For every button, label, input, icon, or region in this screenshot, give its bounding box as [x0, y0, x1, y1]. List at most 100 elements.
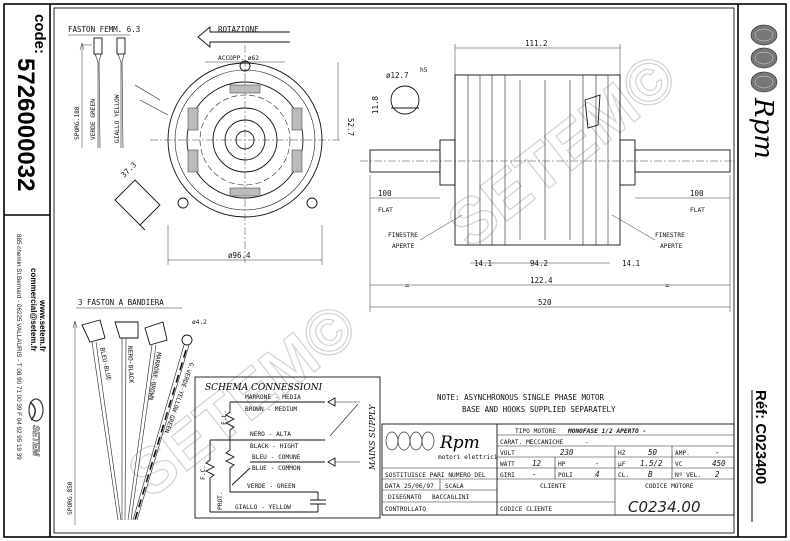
disegnato-value: BACCAGLINI: [432, 494, 470, 501]
wire-nero: NERO-BLACK: [126, 346, 134, 384]
watt-value: 12: [532, 459, 542, 468]
reference-code: Réf: C023400: [752, 390, 769, 484]
left-strip: code: 5726000032 www.setem.fr commercial…: [4, 14, 50, 460]
equal-left: =: [405, 281, 410, 290]
bandiera-length: SPORG.850: [67, 481, 74, 515]
volt-label: VOLT: [500, 450, 515, 457]
wire-label-green: VERDE GREEN: [90, 99, 97, 140]
schema-yellow-it: GIALLO - YELLOW: [235, 504, 291, 511]
total-length: 520: [538, 298, 552, 307]
faston-femm-detail: FASTON FEMM. 6.3 SPORG.180 VERDE GREEN G…: [68, 25, 140, 149]
codice-cliente-label: CODICE CLIENTE: [500, 506, 552, 513]
note-line2: BASE AND HOOKS SUPPLIED SEPARATELY: [462, 405, 616, 414]
code-label: code:: [31, 14, 48, 54]
winding-fl-icon: [224, 402, 236, 492]
fl-label: F.L.: [221, 410, 228, 425]
giri-value: -: [532, 470, 537, 479]
hp-label: HP: [558, 461, 566, 468]
volt-value: 230: [560, 448, 574, 457]
email-link[interactable]: commercial@setem.fr: [29, 268, 38, 351]
bandiera-title: 3 FASTON A BANDIERA: [78, 298, 164, 307]
schema-brown-it: MARRONE - MEDIA: [245, 394, 301, 401]
title-block: Rpm motori elettrici TIPO MOTORE MONOFAS…: [381, 423, 735, 516]
product-code: 5726000032: [12, 58, 39, 191]
schema-black-en: BLACK - HIGHT: [250, 443, 299, 450]
rpm-coil-logo: [750, 24, 778, 93]
tipo-label: TIPO MOTORE: [515, 428, 556, 435]
windows-left-line2: APERTE: [392, 243, 415, 250]
rotation-arrow-icon: [197, 26, 290, 48]
uf-value: 1.5/2: [640, 459, 663, 468]
carat-label: CARAT. MECCANICHE: [500, 439, 564, 446]
title-block-brand: Rpm: [439, 433, 480, 453]
flat-right-label: FLAT: [690, 207, 705, 214]
windows-right-line1: FINESTRE: [655, 232, 685, 239]
wire-label-yellow: GIALLO YELLOW: [114, 94, 121, 143]
address: 885 chemin St.Bernard - 06225 VALLAURIS …: [15, 234, 22, 460]
scala-label: SCALA: [445, 483, 464, 490]
coupling-dim: ACCOPP. ø62: [218, 55, 259, 62]
right-strip: Rpm Réf: C023400: [748, 24, 778, 522]
vc-label: VC: [675, 461, 683, 468]
wiring-schema: SCHEMA CONNESSIONI MARRONE - MEDIA BROWN…: [194, 376, 381, 519]
carat-value: -: [585, 439, 589, 446]
sostituisce-label: SOSTITUISCE PARI NUMERO DEL: [385, 472, 486, 479]
controllato-label: CONTROLLATO: [385, 506, 426, 513]
fc-label: F.C.: [200, 465, 207, 480]
uf-label: µF: [618, 461, 626, 468]
shaft-diameter: ø12.7: [386, 71, 409, 80]
rotation-label: ROTAZIONE: [218, 25, 259, 34]
prot-label: PROT.: [217, 491, 224, 510]
dim-center: 94.2: [530, 259, 548, 268]
giri-label: GIRI: [500, 472, 515, 479]
note-line1: NOTE: ASYNCHRONOUS SINGLE PHASE MOTOR: [437, 393, 605, 402]
poli-value: 4: [595, 470, 600, 479]
schema-black-it: NERO - ALTA: [250, 431, 291, 438]
outer-frame: [3, 3, 787, 538]
cl-value: B: [648, 470, 653, 479]
faston-femm-title: FASTON FEMM. 6.3: [68, 25, 140, 34]
shaft-tolerance: h5: [420, 67, 428, 74]
equal-right: =: [665, 281, 670, 290]
data-label: DATA: [385, 483, 400, 490]
schema-brown-en: BROWN - MEDIUM: [245, 406, 297, 413]
nvel-label: Nº VEL.: [675, 472, 701, 479]
drawing-frame: [53, 7, 735, 534]
windows-left-line1: FINESTRE: [388, 232, 418, 239]
flat-left-dim: 100: [378, 189, 392, 198]
website-link[interactable]: www.setem.fr: [38, 299, 47, 352]
winding-fc-icon: [204, 440, 216, 512]
codice-motore-label: CODICE MOTORE: [645, 483, 694, 490]
poli-label: POLI: [558, 472, 573, 479]
codice-motore-value: C0234.00: [628, 498, 701, 516]
capacitor-icon: [310, 492, 326, 512]
title-block-brand-sub: motori elettrici: [438, 454, 498, 461]
faston-femm-length: SPORG.180: [74, 106, 81, 140]
data-value: 25/06/97: [404, 483, 434, 490]
protector-icon: [231, 467, 251, 486]
wire-marrone: MARRONE-BROWN: [147, 352, 162, 401]
side-view: 111.2 ø12.7 h5 11.8 100 FLAT 100 FLAT FI…: [360, 39, 735, 312]
watermark: SETEM© SETEM©: [114, 39, 690, 512]
flat-depth: 11.8: [371, 95, 380, 114]
ring-diameter: ø4.2: [192, 319, 207, 326]
svg-text:SETEM: SETEM: [31, 425, 41, 457]
rpm-brand: Rpm: [748, 97, 778, 159]
cl-label: CL.: [618, 472, 629, 479]
height-dim: 52.7: [346, 118, 355, 136]
watt-label: WATT: [500, 461, 515, 468]
tipo-value: MONOFASE 1/2 APERTO -: [567, 428, 646, 435]
schema-green-it: VERDE - GREEN: [247, 483, 296, 490]
windows-right-line2: APERTE: [660, 243, 683, 250]
amp-value: -: [715, 448, 720, 457]
hz-label: HZ: [618, 450, 626, 457]
vc-value: 450: [712, 459, 726, 468]
schema-title: SCHEMA CONNESSIONI: [205, 383, 323, 393]
front-view: ROTAZIONE ACCOPP. ø62 52.7 37.3 ø96.4: [114, 25, 355, 265]
flat-right-dim: 100: [690, 189, 704, 198]
mains-supply-label: MAINS SUPPLY: [368, 404, 377, 471]
disegnato-label: DISEGNATO: [388, 494, 422, 501]
dim-hooks: 122.4: [530, 276, 553, 285]
dim-left: 14.1: [474, 259, 492, 268]
